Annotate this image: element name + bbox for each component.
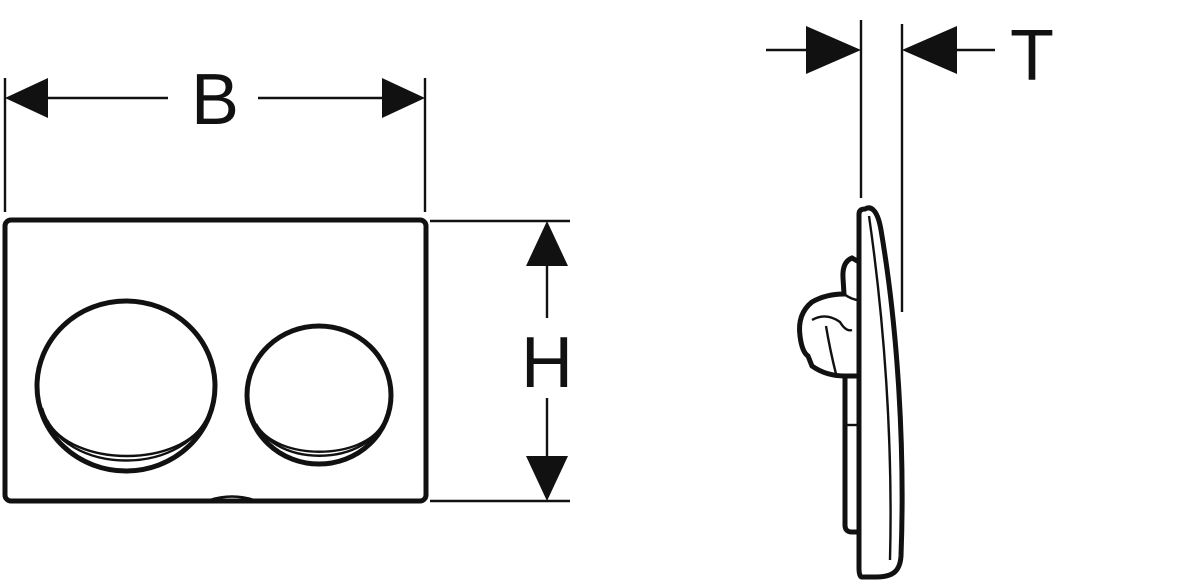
width-arrow-right xyxy=(382,78,425,118)
flush-plate-outline xyxy=(2,217,429,504)
thickness-label: T xyxy=(1010,16,1054,96)
height-label: H xyxy=(521,323,573,403)
thickness-arrow-left xyxy=(806,26,861,74)
height-dimension: H xyxy=(430,219,573,503)
large-flush-button xyxy=(34,298,218,474)
width-arrow-left xyxy=(5,78,48,118)
thickness-arrow-right xyxy=(902,26,957,74)
front-view: B H xyxy=(2,60,573,504)
height-arrow-bottom xyxy=(526,456,568,501)
side-view: T xyxy=(766,16,1054,580)
height-arrow-top xyxy=(526,221,568,266)
thickness-dimension: T xyxy=(766,16,1054,312)
width-dimension: B xyxy=(3,60,427,212)
plate-side-profile xyxy=(797,205,905,580)
small-flush-button xyxy=(244,323,394,467)
plate-bottom-notch xyxy=(209,495,255,502)
width-label: B xyxy=(191,60,239,140)
